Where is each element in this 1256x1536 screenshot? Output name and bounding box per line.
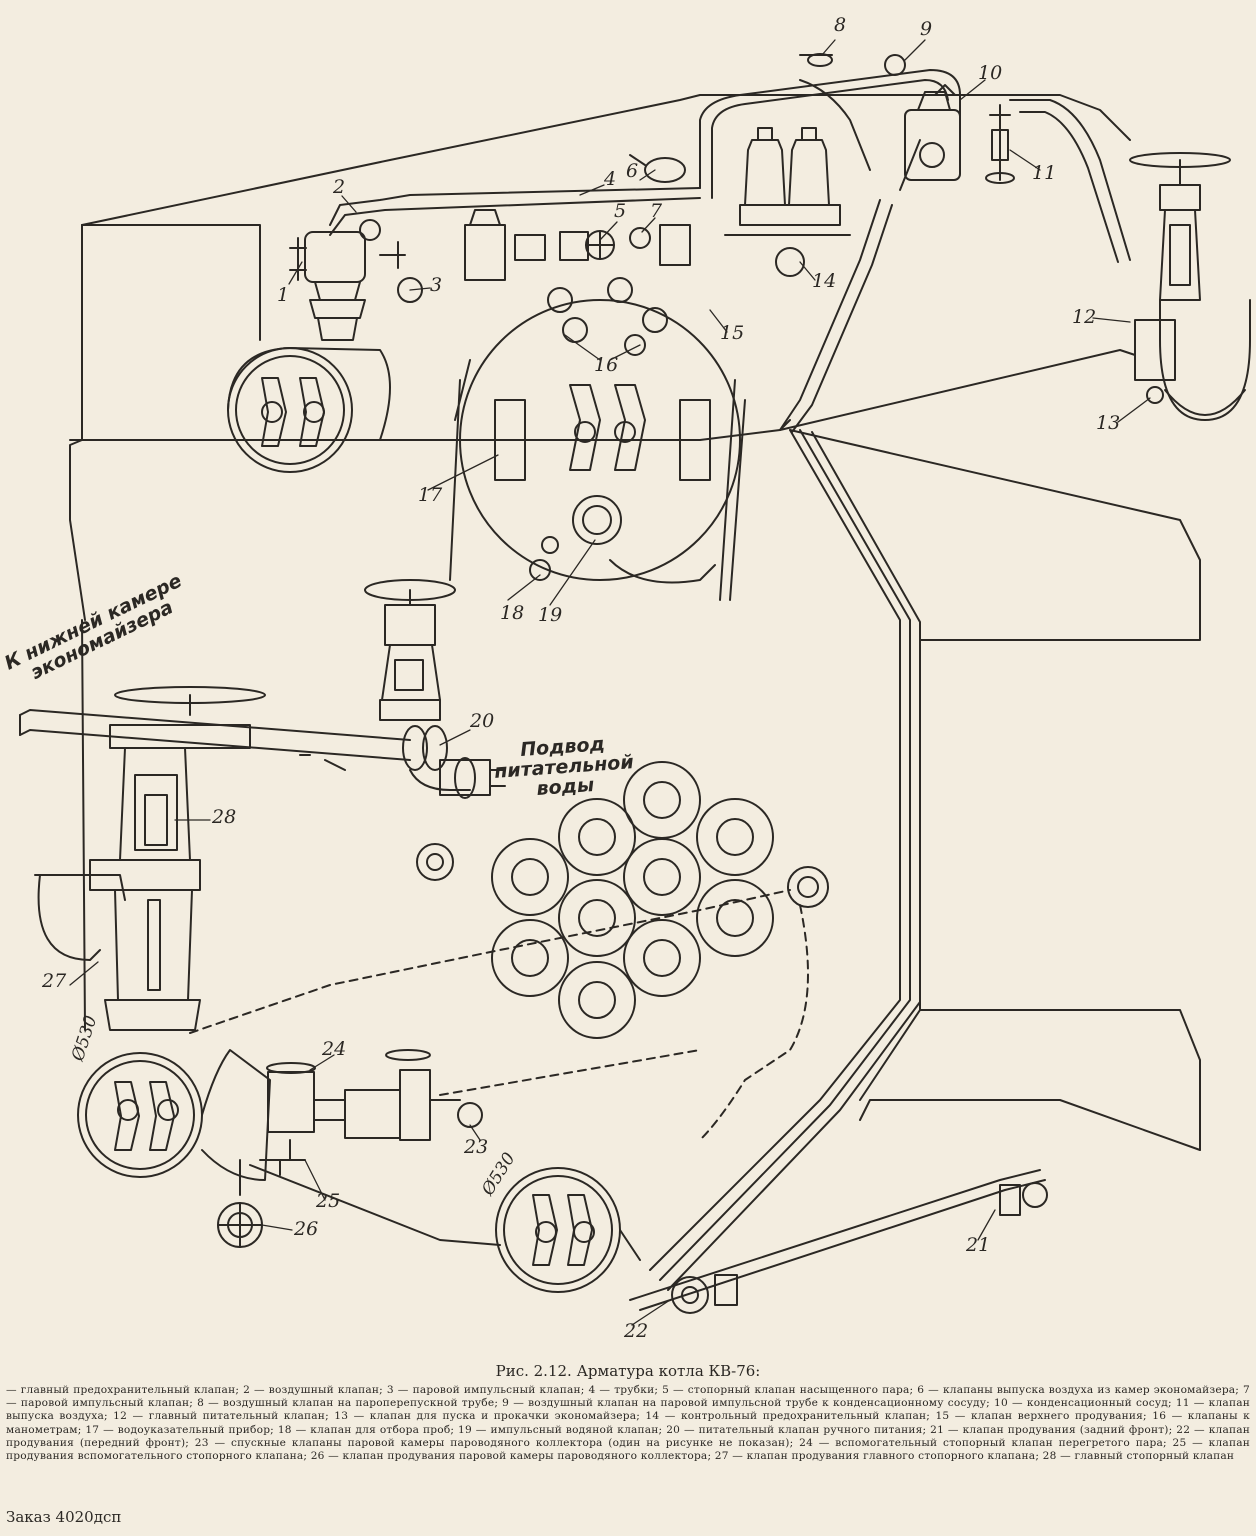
callout-2: 2 <box>333 176 346 198</box>
figure-caption-title: Рис. 2.12. Арматура котла КВ-76: <box>495 1362 761 1380</box>
callout-26: 26 <box>294 1218 319 1240</box>
blowdown-valves <box>671 1182 1048 1314</box>
main-safety-valve <box>289 219 423 341</box>
callout-28: 28 <box>212 806 237 828</box>
callout-12: 12 <box>1072 306 1097 328</box>
upper-left-collector <box>227 347 391 473</box>
callout-10: 10 <box>978 62 1003 84</box>
callout-19: 19 <box>538 604 563 626</box>
callout-23: 23 <box>464 1136 489 1158</box>
callout-5: 5 <box>614 200 627 222</box>
boiler-fittings-drawing <box>19 39 1251 1326</box>
callout-27: 27 <box>42 970 67 992</box>
callout-3: 3 <box>430 274 443 296</box>
callout-15: 15 <box>720 322 745 344</box>
air-valves <box>799 53 956 96</box>
callout-9: 9 <box>920 18 933 40</box>
superheater-loop <box>629 429 1046 1311</box>
callout-18: 18 <box>500 602 525 624</box>
control-safety-valves <box>724 127 851 277</box>
lower-left-collector <box>77 1049 271 1181</box>
figure-caption-body: — главный предохранительный клапан; 2 — … <box>6 1384 1250 1463</box>
steam-piping <box>329 69 1131 433</box>
callout-7: 7 <box>650 200 663 222</box>
feedwater-supply-label: Подвод питательной воды <box>492 733 636 802</box>
callout-16: 16 <box>594 354 619 376</box>
callout-21: 21 <box>966 1234 991 1256</box>
leader-lines <box>69 39 1151 1326</box>
main-stop-valve <box>34 686 266 1031</box>
top-valve-row <box>464 154 691 281</box>
order-number: Заказ 4020дсп <box>6 1508 122 1526</box>
callout-8: 8 <box>834 14 847 36</box>
callout-20: 20 <box>470 710 495 732</box>
gauge-panel <box>449 277 746 601</box>
economizer-tubes <box>189 761 829 1141</box>
callout-1: 1 <box>277 284 290 306</box>
hand-feed-line <box>19 579 506 799</box>
callout-22: 22 <box>624 1320 649 1342</box>
aux-stop-valve <box>217 1049 483 1248</box>
callout-6: 6 <box>626 160 639 182</box>
callout-17: 17 <box>418 484 443 506</box>
callout-25: 25 <box>316 1190 341 1212</box>
lower-right-collector <box>249 1164 641 1293</box>
callout-14: 14 <box>812 270 837 292</box>
callout-11: 11 <box>1032 162 1057 184</box>
condensate-vessel <box>904 91 1015 184</box>
callout-13: 13 <box>1096 412 1121 434</box>
main-feed-valve <box>1129 152 1251 421</box>
callout-24: 24 <box>322 1038 347 1060</box>
callout-4: 4 <box>604 168 617 190</box>
